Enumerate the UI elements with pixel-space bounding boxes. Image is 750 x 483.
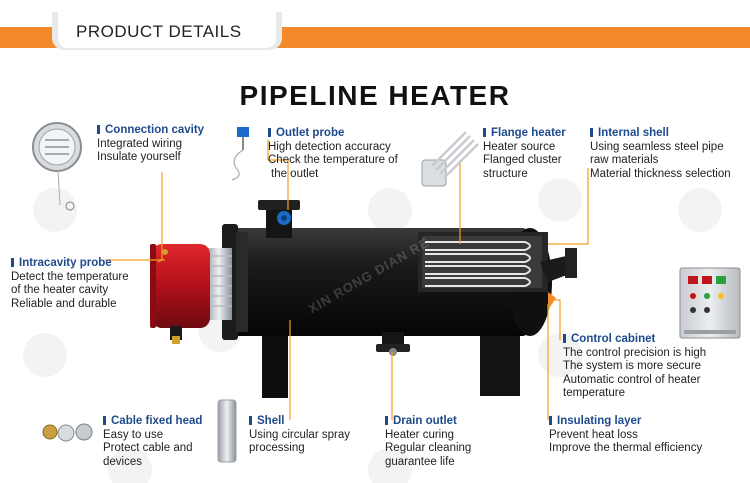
callout-line: Heater source: [483, 140, 556, 153]
callout-line: devices: [103, 455, 142, 468]
callout-line: Detect the temperature: [11, 270, 129, 283]
tank-body: [230, 228, 577, 336]
callout-line: Improve the thermal efficiency: [549, 442, 703, 454]
callout-line: Protect cable and: [103, 442, 193, 454]
callout-intracavity-probe-title: Intracavity probe: [11, 257, 129, 271]
callout-internal-shell: Internal shell Using seamless steel pipe…: [590, 127, 731, 181]
callout-line: Prevent heat loss: [549, 428, 638, 441]
callout-connection-cavity-title: Connection cavity: [97, 124, 204, 138]
callout-drain-outlet: Drain outlet Heater curing Regular clean…: [385, 415, 471, 469]
callout-line: The system is more secure: [563, 360, 702, 372]
callout-internal-shell-title: Internal shell: [590, 127, 731, 141]
callout-flange-heater: Flange heater Heater source Flanged clus…: [483, 127, 566, 181]
drain-outlet-pipe: [376, 332, 410, 356]
callout-line: Regular cleaning: [385, 442, 472, 454]
product-details-banner: PRODUCT DETAILS: [0, 0, 750, 52]
callout-intracavity-probe: Intracavity probe Detect the temperature…: [11, 257, 129, 311]
callout-line: Integrated wiring: [97, 137, 183, 150]
page-title: PIPELINE HEATER: [239, 80, 511, 111]
top-outlet-pipe: [258, 200, 300, 238]
callout-line: Easy to use: [103, 428, 164, 441]
callout-insulating-layer-title: Insulating layer: [549, 415, 702, 429]
callout-insulating-layer: Insulating layer Prevent heat loss Impro…: [549, 415, 702, 456]
cable-fixed-head-thumbnail: [42, 423, 93, 442]
callout-shell-title: Shell: [249, 415, 350, 429]
callout-line: raw materials: [590, 154, 659, 166]
callout-outlet-probe-title: Outlet probe: [268, 127, 398, 141]
callout-drain-outlet-title: Drain outlet: [385, 415, 471, 429]
shell-thumbnail: [217, 399, 237, 463]
callout-line: Material thickness selection: [590, 167, 731, 180]
connection-cavity-thumbnail: [32, 122, 82, 211]
outlet-probe-thumbnail: [231, 127, 249, 181]
callout-line: Heater curing: [385, 428, 455, 441]
callout-connection-cavity: Connection cavity Integrated wiring Insu…: [97, 124, 204, 165]
left-flange-assembly: [150, 224, 248, 344]
callout-cable-fixed-head-title: Cable fixed head: [103, 415, 202, 429]
banner-label: PRODUCT DETAILS: [76, 22, 242, 41]
callout-line: structure: [483, 167, 528, 180]
callout-line: processing: [249, 442, 305, 454]
leader-lines: [105, 140, 589, 420]
callout-line: Reliable and durable: [11, 297, 117, 310]
intracavity-probe-thumbnail: [162, 249, 168, 255]
callout-line: The control precision is high: [563, 346, 707, 359]
callout-outlet-probe: Outlet probe High detection accuracy Che…: [268, 127, 398, 181]
callout-control-cabinet-title: Control cabinet: [563, 333, 706, 347]
flange-heater-thumbnail: [421, 131, 479, 187]
callout-control-cabinet: Control cabinet The control precision is…: [563, 333, 706, 401]
callout-shell: Shell Using circular spray processing: [249, 415, 350, 456]
callout-cable-fixed-head: Cable fixed head Easy to use Protect cab…: [103, 415, 202, 469]
callout-line: the outlet: [271, 167, 319, 180]
callout-line: Flanged cluster: [483, 154, 562, 166]
watermark-logos: [23, 178, 722, 483]
control-cabinet-thumbnail: [679, 267, 741, 339]
callout-line: High detection accuracy: [268, 140, 391, 153]
callout-flange-heater-title: Flange heater: [483, 127, 566, 141]
callout-line: temperature: [563, 387, 626, 399]
heating-elements: [425, 241, 531, 287]
callout-line: Automatic control of heater: [563, 373, 701, 386]
callout-line: Using circular spray: [249, 428, 350, 441]
callout-line: Insulate yourself: [97, 151, 181, 163]
callout-line: Using seamless steel pipe: [590, 140, 724, 153]
callout-line: guarantee life: [385, 455, 455, 468]
callout-line: of the heater cavity: [11, 284, 109, 296]
callout-line: Check the temperature of: [268, 154, 398, 166]
banner-tab: [58, 12, 276, 48]
